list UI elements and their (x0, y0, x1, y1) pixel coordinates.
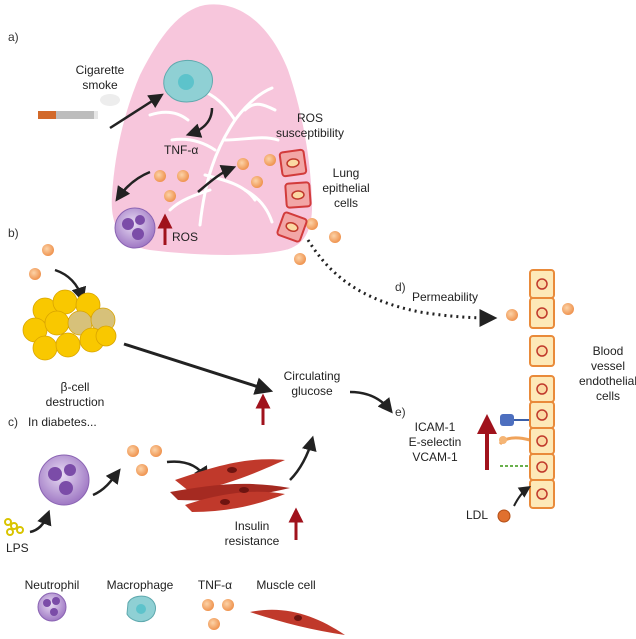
blood-vessel-line2: vessel (590, 359, 625, 373)
ros-susceptibility-line2: susceptibility (275, 126, 345, 140)
panel-e-label: e) (395, 405, 406, 419)
lung-epithelial-line3: cells (333, 196, 358, 210)
legend-neutrophil-icon (37, 592, 67, 622)
legend-macrophage-label: Macrophage (106, 578, 174, 592)
insulin-resistance-line2: resistance (224, 534, 280, 548)
lung-epithelial-line1: Lung (332, 166, 360, 180)
endothelial-cells (529, 269, 555, 509)
panel-c-label: c) (8, 415, 18, 429)
legend-neutrophil-label: Neutrophil (24, 578, 80, 592)
lung-neutrophil (114, 207, 156, 249)
cigarette-filter (38, 111, 56, 119)
diabetes-neutrophil (38, 454, 90, 506)
circulating-glucose-line2: glucose (291, 384, 333, 398)
permeability-arrow (306, 239, 498, 327)
ldl-particle (497, 509, 511, 523)
vcam1-label: VCAM-1 (412, 450, 458, 464)
panel-a-label: a) (8, 30, 19, 44)
circulating-glucose-line1: Circulating (283, 369, 341, 383)
cigarette-label-line2: smoke (82, 78, 118, 92)
lps-molecule (4, 518, 24, 536)
legend-tnf-icon (202, 599, 234, 630)
lps-label: LPS (6, 541, 29, 555)
beta-cell-line1: β-cell (60, 380, 90, 394)
panel-d-label: d) (395, 280, 406, 294)
eselectin-label: E-selectin (408, 435, 462, 449)
tnf-alpha-label: TNF-α (164, 143, 199, 157)
insulin-resistance-line1: Insulin (234, 519, 270, 533)
icam1-label: ICAM-1 (414, 420, 456, 434)
tnf-particles-vessel (506, 303, 574, 321)
blood-vessel-line1: Blood (592, 344, 624, 358)
lung-epithelial-line2: epithelial (322, 181, 370, 195)
legend-tnf-label: TNF-α (197, 578, 233, 592)
beta-cell-cluster (22, 289, 117, 361)
ldl-label: LDL (466, 508, 489, 522)
ros-susceptibility-line1: ROS (296, 111, 323, 125)
in-diabetes-label: In diabetes... (28, 415, 97, 429)
tnf-particles-lung (154, 154, 341, 265)
cigarette-body (56, 111, 94, 119)
lung-epithelial-cells (276, 148, 312, 243)
legend-muscle-icon (250, 609, 345, 635)
adhesion-molecules (498, 414, 531, 467)
lung-shape (111, 4, 313, 255)
cigarette-label-line1: Cigarette (75, 63, 125, 77)
blood-vessel-line4: cells (595, 389, 620, 403)
tnf-particles-c (127, 445, 162, 476)
airway-branches (148, 86, 280, 227)
blood-vessel-line3: endothelial (578, 374, 636, 388)
legend-muscle-label: Muscle cell (256, 578, 316, 592)
beta-cell-line2: destruction (45, 395, 105, 409)
panel-b-label: b) (8, 226, 19, 240)
permeability-label: Permeability (412, 290, 479, 304)
legend-macrophage-icon (126, 595, 156, 623)
ros-label: ROS (172, 230, 199, 244)
muscle-cells (170, 459, 290, 512)
tnf-particles-b (29, 244, 54, 280)
